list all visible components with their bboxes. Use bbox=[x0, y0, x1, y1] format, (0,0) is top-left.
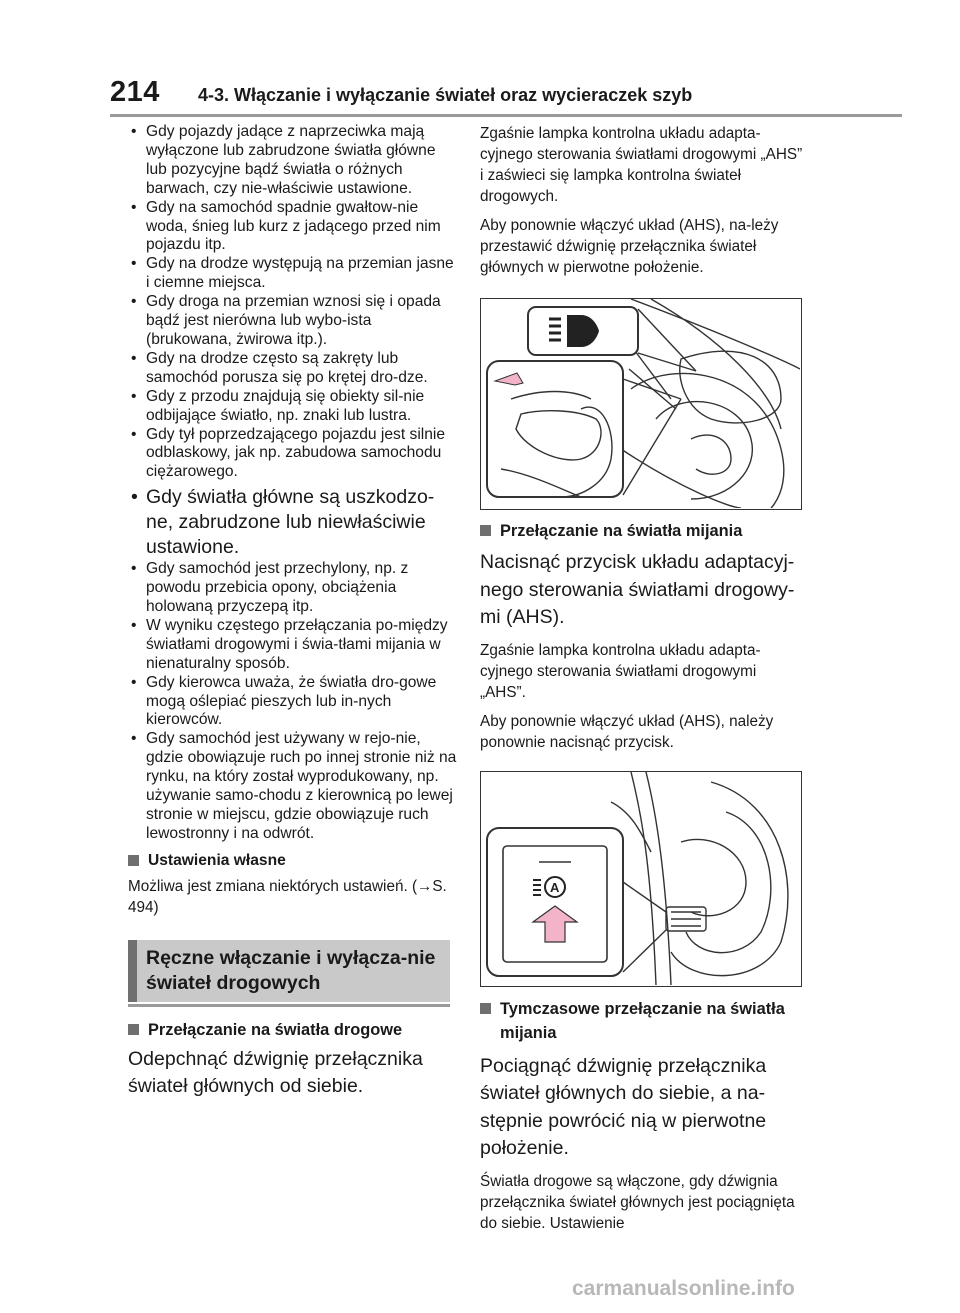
settings-heading: Ustawienia własne bbox=[128, 852, 458, 870]
condition-item: Gdy kierowca uważa, że światła dro-gowe … bbox=[128, 674, 458, 731]
high-beam-text: Odepchnąć dźwignię przełącznika świateł … bbox=[128, 1047, 423, 1098]
intro-note-2: Aby ponownie włączyć układ (AHS), na-leż… bbox=[480, 217, 779, 276]
condition-item: Gdy światła główne są uszkodzo-ne, zabru… bbox=[128, 485, 458, 560]
square-bullet-icon bbox=[480, 525, 491, 536]
high-beam-heading: Przełączanie na światła drogowe bbox=[128, 1021, 458, 1040]
square-bullet-icon bbox=[480, 1002, 491, 1014]
condition-item: Gdy pojazdy jadące z naprzeciwka mają wy… bbox=[128, 123, 458, 199]
section-banner-title: Ręczne włączanie i wyłącza-nie świateł d… bbox=[146, 946, 436, 994]
condition-item: Gdy tył poprzedzającego pojazdu jest sil… bbox=[128, 426, 458, 483]
settings-text: Możliwa jest zmiana niektórych ustawień.… bbox=[128, 877, 447, 916]
square-bullet-icon bbox=[128, 854, 139, 866]
figure-ahs-button: A bbox=[480, 770, 802, 987]
svg-text:A: A bbox=[550, 880, 560, 895]
watermark: carmanualsonline.info bbox=[572, 1277, 795, 1300]
left-column: Gdy pojazdy jadące z naprzeciwka mają wy… bbox=[128, 123, 458, 1101]
temp-note: Światła drogowe są włączone, gdy dźwigni… bbox=[480, 1172, 795, 1232]
condition-item: Gdy na samochód spadnie gwałtow-nie woda… bbox=[128, 199, 458, 256]
page-number: 214 bbox=[110, 76, 160, 108]
condition-item: Gdy z przodu znajdują się obiekty sil-ni… bbox=[128, 388, 458, 426]
page-header: 214 4-3. Włączanie i wyłączanie świateł … bbox=[110, 76, 902, 120]
condition-item: Gdy samochód jest używany w rejo-nie, gd… bbox=[128, 730, 458, 843]
condition-item: W wyniku częstego przełączania po-między… bbox=[128, 617, 458, 674]
lever-illustration bbox=[486, 298, 801, 509]
conditions-list: Gdy pojazdy jadące z naprzeciwka mają wy… bbox=[128, 123, 458, 844]
banner-rule bbox=[128, 1003, 450, 1007]
section-banner: Ręczne włączanie i wyłącza-nie świateł d… bbox=[128, 939, 450, 1002]
header-rule bbox=[110, 114, 902, 117]
temp-heading: Tymczasowe przełączanie na światła mijan… bbox=[480, 997, 804, 1045]
chapter-title: 4-3. Włączanie i wyłączanie świateł oraz… bbox=[198, 85, 693, 105]
condition-item: Gdy droga na przemian wznosi się i opada… bbox=[128, 293, 458, 350]
low-beam-heading: Przełączanie na światła mijania bbox=[480, 522, 804, 541]
condition-item: Gdy na drodze często są zakręty lub samo… bbox=[128, 350, 458, 388]
temp-text: Pociągnąć dźwignię przełącznika świateł … bbox=[480, 1054, 767, 1160]
right-column: Zgaśnie lampka kontrolna układu adapta-c… bbox=[480, 123, 804, 1234]
square-bullet-icon bbox=[128, 1023, 139, 1035]
low-beam-text: Nacisnąć przycisk układu adaptacyj-nego … bbox=[480, 551, 795, 628]
intro-note-1: Zgaśnie lampka kontrolna układu adapta-c… bbox=[480, 125, 803, 205]
low-beam-note-1: Zgaśnie lampka kontrolna układu adapta-c… bbox=[480, 641, 761, 701]
condition-item: Gdy samochód jest przechylony, np. z pow… bbox=[128, 560, 458, 617]
condition-item: Gdy na drodze występują na przemian jasn… bbox=[128, 255, 458, 293]
low-beam-note-2: Aby ponownie włączyć układ (AHS), należy… bbox=[480, 712, 774, 751]
ahs-button-illustration: A bbox=[486, 771, 789, 985]
figure-lever bbox=[480, 298, 802, 510]
